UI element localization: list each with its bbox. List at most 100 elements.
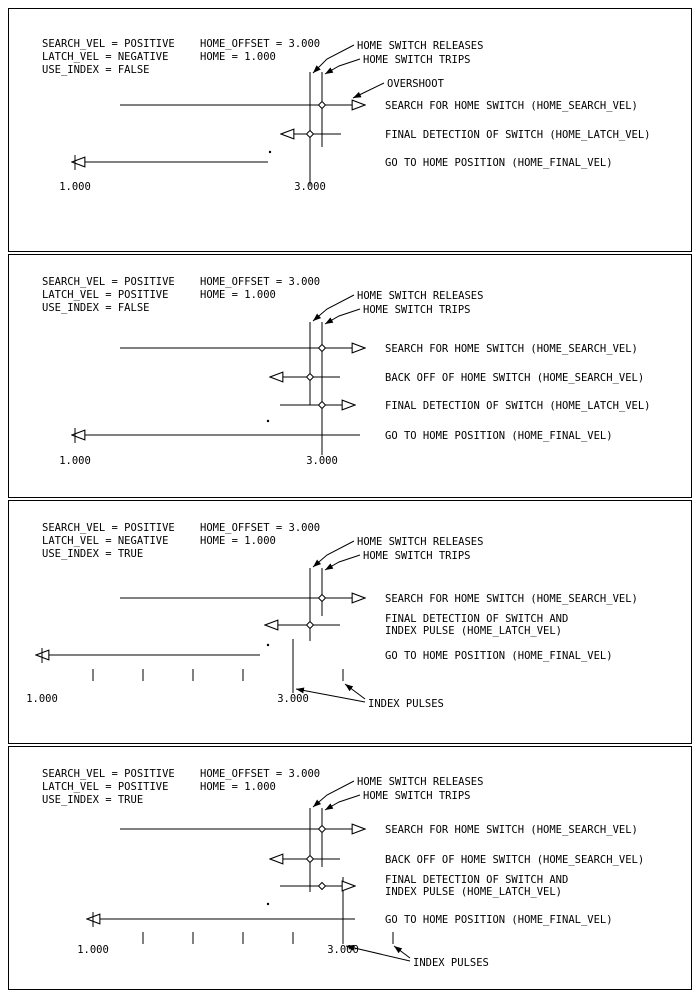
row-final-label: GO TO HOME POSITION (HOME_FINAL_VEL)	[385, 914, 613, 926]
row-final: GO TO HOME POSITION (HOME_FINAL_VEL)	[72, 155, 613, 170]
callout-trips: HOME SWITCH TRIPS	[363, 790, 470, 802]
index-leader-arrow-1	[345, 944, 411, 962]
callout-releases: HOME SWITCH RELEASES	[357, 536, 483, 548]
trace-dot	[266, 902, 270, 906]
callout-trips: HOME SWITCH TRIPS	[363, 54, 470, 66]
config-home: HOME = 1.000	[200, 289, 276, 301]
trip-marker-diamond	[317, 343, 327, 353]
row-search-label: SEARCH FOR HOME SWITCH (HOME_SEARCH_VEL)	[385, 824, 638, 836]
home-value: 1.000	[59, 455, 91, 467]
panel-search-pos-latch-pos-index: SEARCH_VEL = POSITIVE LATCH_VEL = POSITI…	[8, 746, 692, 990]
config-home: HOME = 1.000	[200, 781, 276, 793]
row-backoff-label: BACK OFF OF HOME SWITCH (HOME_SEARCH_VEL…	[385, 372, 644, 384]
callouts: HOME SWITCH RELEASES HOME SWITCH TRIPS	[312, 536, 483, 571]
overshoot-leader-arrow	[352, 82, 385, 99]
config-home-offset: HOME_OFFSET = 3.000	[200, 768, 320, 780]
release-marker-diamond	[305, 854, 315, 864]
config-block: SEARCH_VEL = POSITIVE LATCH_VEL = NEGATI…	[42, 38, 320, 76]
callouts: HOME SWITCH RELEASES HOME SWITCH TRIPS O…	[312, 40, 483, 99]
config-search-vel: SEARCH_VEL = POSITIVE	[42, 768, 175, 780]
index-pulse-ticks	[92, 669, 344, 681]
row-latch: FINAL DETECTION OF SWITCH (HOME_LATCH_VE…	[280, 400, 651, 412]
row-backoff: BACK OFF OF HOME SWITCH (HOME_SEARCH_VEL…	[270, 372, 644, 384]
axis-labels: 1.000 3.000	[59, 455, 338, 467]
callout-trips: HOME SWITCH TRIPS	[363, 550, 470, 562]
panel-1-drawing: SEARCH_VEL = POSITIVE LATCH_VEL = NEGATI…	[42, 38, 651, 193]
home-switch-lines	[309, 72, 323, 185]
trips-leader-arrow	[324, 58, 361, 75]
row-search-label: SEARCH FOR HOME SWITCH (HOME_SEARCH_VEL)	[385, 100, 638, 112]
axis-labels: 1.000 3.000	[59, 181, 326, 193]
config-search-vel: SEARCH_VEL = POSITIVE	[42, 276, 175, 288]
row-latch-label-line1: FINAL DETECTION OF SWITCH AND	[385, 613, 568, 625]
row-latch: FINAL DETECTION OF SWITCH (HOME_LATCH_VE…	[281, 129, 651, 141]
release-marker-diamond	[305, 372, 315, 382]
panel-4-drawing: SEARCH_VEL = POSITIVE LATCH_VEL = POSITI…	[42, 768, 644, 969]
callout-releases: HOME SWITCH RELEASES	[357, 40, 483, 52]
callouts: HOME SWITCH RELEASES HOME SWITCH TRIPS	[312, 776, 483, 811]
index-leader-arrow-2	[393, 945, 411, 959]
trips-leader-arrow	[324, 794, 361, 811]
config-latch-vel: LATCH_VEL = NEGATIVE	[42, 535, 168, 547]
row-final: GO TO HOME POSITION (HOME_FINAL_VEL)	[36, 648, 613, 663]
axis-labels: 1.000 3.000	[77, 944, 359, 956]
row-latch-label: FINAL DETECTION OF SWITCH (HOME_LATCH_VE…	[385, 400, 651, 412]
index-pulses-callout: INDEX PULSES	[345, 944, 489, 969]
panel-search-pos-latch-neg-index: SEARCH_VEL = POSITIVE LATCH_VEL = NEGATI…	[8, 500, 692, 744]
trip-marker-diamond	[317, 100, 327, 110]
home-value: 1.000	[77, 944, 109, 956]
trip-marker-diamond2	[317, 400, 327, 410]
row-search-label: SEARCH FOR HOME SWITCH (HOME_SEARCH_VEL)	[385, 593, 638, 605]
row-final: GO TO HOME POSITION (HOME_FINAL_VEL)	[87, 912, 613, 927]
row-final: GO TO HOME POSITION (HOME_FINAL_VEL)	[72, 428, 613, 443]
config-block: SEARCH_VEL = POSITIVE LATCH_VEL = POSITI…	[42, 276, 320, 314]
config-use-index: USE_INDEX = TRUE	[42, 548, 143, 560]
panel-search-pos-latch-pos-noindex: SEARCH_VEL = POSITIVE LATCH_VEL = POSITI…	[8, 254, 692, 498]
config-use-index: USE_INDEX = TRUE	[42, 794, 143, 806]
config-latch-vel: LATCH_VEL = NEGATIVE	[42, 51, 168, 63]
release-marker-diamond	[305, 129, 315, 139]
trace-dot	[268, 150, 272, 154]
row-latch-label-line2: INDEX PULSE (HOME_LATCH_VEL)	[385, 886, 562, 898]
row-backoff-label: BACK OFF OF HOME SWITCH (HOME_SEARCH_VEL…	[385, 854, 644, 866]
trips-leader-arrow	[324, 308, 361, 325]
config-latch-vel: LATCH_VEL = POSITIVE	[42, 289, 168, 301]
releases-leader-arrow	[312, 44, 355, 74]
row-latch: FINAL DETECTION OF SWITCH AND INDEX PULS…	[265, 613, 568, 637]
index-leader-arrow-1	[295, 687, 366, 703]
home-value: 1.000	[59, 181, 91, 193]
callout-releases: HOME SWITCH RELEASES	[357, 776, 483, 788]
callout-releases: HOME SWITCH RELEASES	[357, 290, 483, 302]
offset-value: 3.000	[277, 693, 309, 705]
index-pulses-label: INDEX PULSES	[368, 698, 444, 710]
index-pulses-callout: INDEX PULSES	[295, 683, 444, 710]
release-marker-diamond	[305, 620, 315, 630]
config-block: SEARCH_VEL = POSITIVE LATCH_VEL = POSITI…	[42, 768, 320, 806]
config-use-index: USE_INDEX = FALSE	[42, 302, 149, 314]
config-home-offset: HOME_OFFSET = 3.000	[200, 276, 320, 288]
row-search-label: SEARCH FOR HOME SWITCH (HOME_SEARCH_VEL)	[385, 343, 638, 355]
home-value: 1.000	[26, 693, 58, 705]
row-final-label: GO TO HOME POSITION (HOME_FINAL_VEL)	[385, 430, 613, 442]
row-search: SEARCH FOR HOME SWITCH (HOME_SEARCH_VEL)	[120, 593, 638, 605]
config-block: SEARCH_VEL = POSITIVE LATCH_VEL = NEGATI…	[42, 522, 320, 560]
offset-value: 3.000	[294, 181, 326, 193]
row-latch: FINAL DETECTION OF SWITCH AND INDEX PULS…	[280, 874, 568, 898]
row-search: SEARCH FOR HOME SWITCH (HOME_SEARCH_VEL)	[120, 824, 638, 836]
home-switch-lines	[292, 568, 323, 693]
index-pulses-label: INDEX PULSES	[413, 957, 489, 969]
trip-marker-diamond2	[317, 881, 327, 891]
row-final-label: GO TO HOME POSITION (HOME_FINAL_VEL)	[385, 650, 613, 662]
row-latch-label-line1: FINAL DETECTION OF SWITCH AND	[385, 874, 568, 886]
axis-labels: 1.000 3.000	[26, 693, 309, 705]
config-search-vel: SEARCH_VEL = POSITIVE	[42, 38, 175, 50]
config-latch-vel: LATCH_VEL = POSITIVE	[42, 781, 168, 793]
config-search-vel: SEARCH_VEL = POSITIVE	[42, 522, 175, 534]
offset-value: 3.000	[306, 455, 338, 467]
trip-marker-diamond	[317, 824, 327, 834]
config-home: HOME = 1.000	[200, 51, 276, 63]
index-leader-arrow-2	[344, 683, 366, 700]
trip-marker-diamond	[317, 593, 327, 603]
panel-3-drawing: SEARCH_VEL = POSITIVE LATCH_VEL = NEGATI…	[26, 522, 638, 710]
